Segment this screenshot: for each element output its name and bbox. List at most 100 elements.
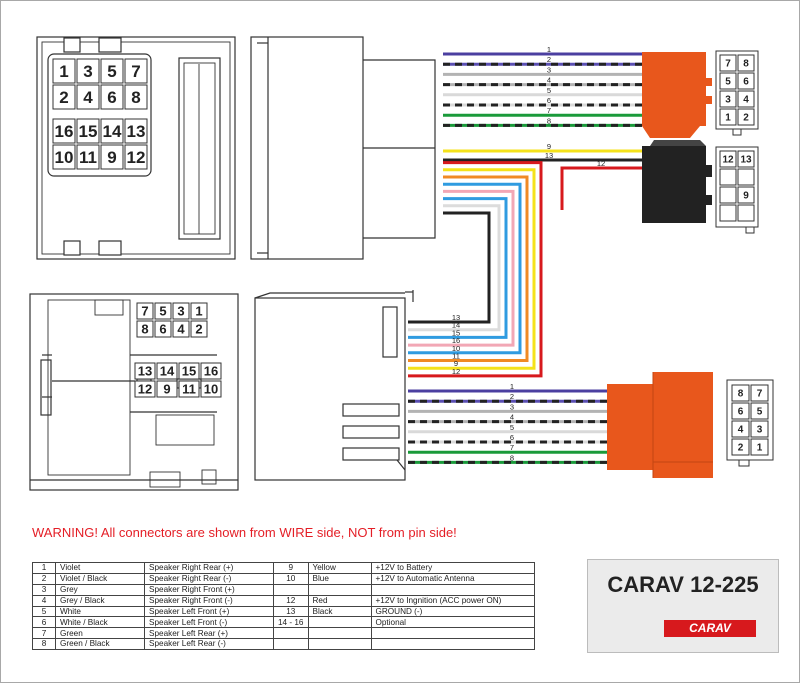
- pin-table-cell: Speaker Right Rear (+): [144, 562, 274, 574]
- pin-table-cell: [370, 627, 535, 640]
- wire: [560, 166, 642, 210]
- pin-table-cell: Grey / Black: [55, 594, 145, 607]
- pin-table-cell: +12V to Ingnition (ACC power ON): [370, 594, 535, 607]
- pin-top-right-lower-label: 9: [743, 191, 749, 202]
- pin-bottom-right-label: 2: [738, 443, 744, 454]
- pin-table-cell: 8: [32, 638, 56, 651]
- pin-table-cell: [273, 583, 309, 596]
- pin-table-cell: Violet / Black: [55, 572, 145, 585]
- pin-top-right-label: 3: [725, 95, 731, 106]
- wire-label: 8: [547, 116, 551, 125]
- wire: [408, 211, 491, 324]
- pin-top-left-label: 5: [107, 62, 116, 81]
- pin-top-right-lower-cell: [719, 204, 737, 222]
- pin-table-cell: [307, 616, 372, 629]
- pin-top-right-cell: [719, 72, 737, 90]
- pin-bottom-left-cell: [178, 362, 200, 380]
- pin-table-cell: Blue: [307, 572, 372, 585]
- pin-bottom-left-label: 14: [160, 364, 175, 379]
- pin-top-left-cell: [52, 58, 76, 84]
- pin-top-left-label: 3: [83, 62, 92, 81]
- wire-label: 3: [510, 402, 514, 411]
- wire-label: 2: [547, 55, 551, 64]
- pin-top-left-label: 9: [107, 148, 116, 167]
- pin-top-left-label: 1: [59, 62, 68, 81]
- wire-label: 4: [547, 76, 551, 85]
- pin-bottom-left-cell: [154, 302, 172, 320]
- pin-bottom-right-label: 5: [757, 407, 763, 418]
- pin-bottom-left-label: 9: [163, 382, 170, 397]
- wire-label: 1: [547, 45, 551, 54]
- pin-top-left-label: 10: [55, 148, 74, 167]
- wire-label: 5: [547, 86, 551, 95]
- pin-table-cell: Violet: [55, 562, 145, 574]
- pin-table-cell: 7: [32, 627, 56, 640]
- pin-bottom-left-label: 4: [177, 322, 185, 337]
- pin-table-cell: Speaker Left Front (+): [144, 605, 274, 618]
- pin-table-cell: 2: [32, 572, 56, 585]
- pin-bottom-right-cell: [731, 384, 750, 402]
- wire-label: 3: [547, 65, 551, 74]
- pin-table-cell: Grey: [55, 583, 145, 596]
- wire-label: 7: [547, 106, 551, 115]
- pin-top-right-lower-cell: [719, 186, 737, 204]
- pin-table-cell: Optional: [370, 616, 535, 629]
- pin-top-left-label: 13: [127, 122, 146, 141]
- pin-bottom-left-label: 11: [182, 382, 196, 397]
- wire-label: 2: [510, 392, 514, 401]
- pinout-box-bottom: [726, 379, 774, 467]
- pin-top-left-cell: [124, 144, 148, 170]
- pin-top-left-label: 2: [59, 88, 68, 107]
- pin-top-right-label: 8: [743, 59, 749, 70]
- brand-box: CARAV 12-225 CARAV: [587, 559, 779, 653]
- wires: [408, 52, 642, 464]
- pin-table-cell: [307, 638, 372, 651]
- wire: [408, 197, 508, 339]
- wire: [408, 168, 536, 370]
- pin-top-right-lower-label: 13: [740, 155, 752, 166]
- pin-bottom-left-cell: [190, 302, 208, 320]
- pin-table-cell: Yellow: [307, 562, 372, 574]
- pin-bottom-right-cell: [731, 420, 750, 438]
- plug-top-black: [642, 140, 712, 223]
- pin-table-cell: White / Black: [55, 616, 145, 629]
- pin-top-left-label: 6: [107, 88, 116, 107]
- warning-text: WARNING! All connectors are shown from W…: [32, 525, 457, 540]
- pin-top-right-cell: [719, 90, 737, 108]
- pin-top-left-cell: [76, 118, 100, 144]
- wire-label: 1: [510, 382, 514, 391]
- pin-top-right-label: 2: [743, 113, 749, 124]
- wire-label: 12: [452, 367, 460, 376]
- pin-bottom-left-label: 8: [141, 322, 148, 337]
- wire: [408, 189, 515, 347]
- pin-bottom-right-cell: [731, 402, 750, 420]
- pin-bottom-left-label: 15: [182, 364, 196, 379]
- pin-bottom-left-label: 7: [141, 304, 148, 319]
- pin-table-cell: Green / Black: [55, 638, 145, 651]
- pin-top-left-cell: [52, 84, 76, 110]
- pin-top-right-cell: [719, 108, 737, 126]
- pin-bottom-right-label: 7: [757, 389, 763, 400]
- pin-table-cell: [273, 627, 309, 640]
- pin-top-left-cell: [124, 118, 148, 144]
- pin-table-cell: 5: [32, 605, 56, 618]
- wire-label: 15: [452, 328, 460, 337]
- pin-top-left-cell: [124, 84, 148, 110]
- pin-table-cell: [307, 627, 372, 640]
- pin-table-cell: Speaker Left Front (-): [144, 616, 274, 629]
- connector-top-side: [250, 36, 436, 260]
- pin-bottom-right-label: 8: [738, 389, 744, 400]
- pin-bottom-left-label: 16: [204, 364, 218, 379]
- pin-table-cell: Red: [307, 594, 372, 607]
- pin-top-left-label: 15: [79, 122, 98, 141]
